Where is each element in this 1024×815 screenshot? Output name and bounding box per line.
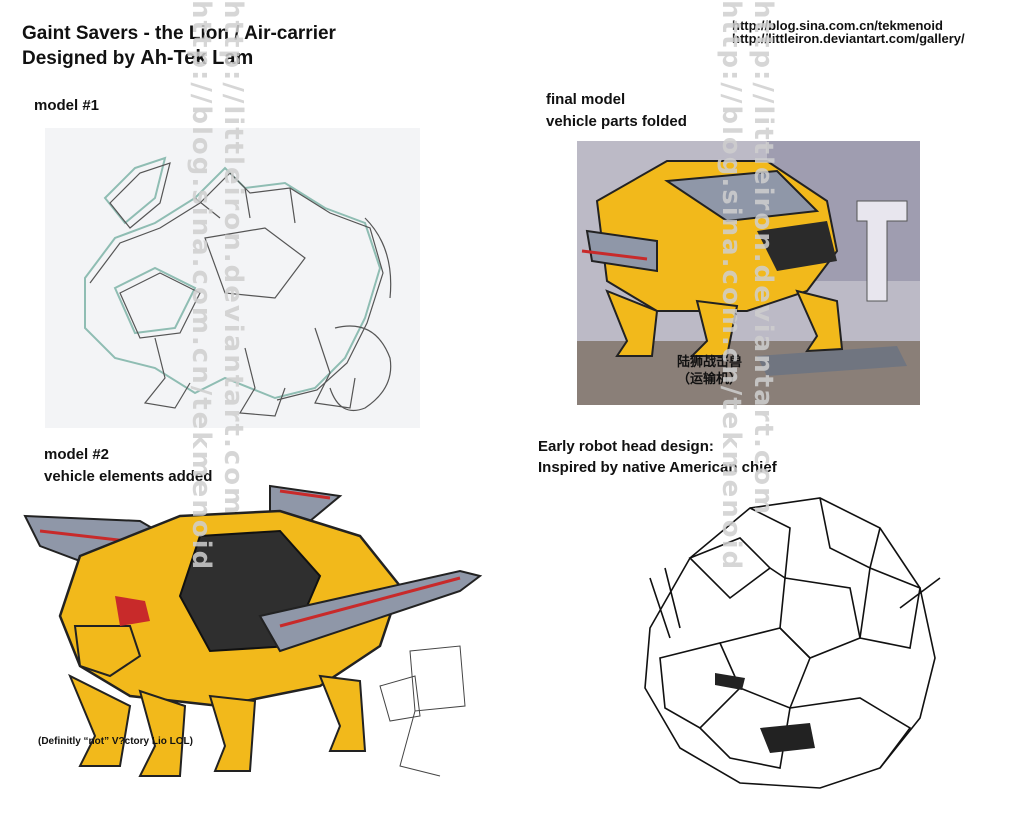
model2-label-line2: vehicle elements added	[44, 468, 213, 485]
url-blog[interactable]: http://blog.sina.com.cn/tekmenoid	[732, 18, 943, 33]
final-label-line2: vehicle parts folded	[546, 113, 687, 130]
url-deviantart[interactable]: http://littleiron.deviantart.com/gallery…	[732, 31, 965, 46]
head-label-line1: Early robot head design:	[538, 438, 714, 455]
designer-credit: Designed by Ah-Tek Lam	[22, 46, 253, 71]
model2-label-line1: model #2	[44, 446, 110, 463]
final-model-drawing	[577, 141, 920, 405]
head-label-line2: Inspired by native American chief	[538, 459, 777, 476]
model1-sketch-image	[45, 128, 420, 428]
robot-head-sketch	[620, 478, 950, 793]
credit-prefix: Designed by	[22, 48, 141, 69]
product-name-line1: 陆狮战击兽	[677, 355, 743, 370]
final-model-photo: 陆狮战击兽 （运输机）	[577, 141, 920, 405]
model2-color-image	[20, 476, 490, 806]
watermark-col-2: http://littleiron.deviantart.com	[218, 0, 248, 517]
lion-sketch-drawing	[84, 156, 392, 417]
product-name-overlay: 陆狮战击兽 （运输机）	[677, 354, 742, 388]
final-label-line1: final model	[546, 91, 626, 108]
watermark-col-3: http://blog.sina.com.cn/tekmenoid	[716, 0, 746, 572]
watermark-col-1: http://blog.sina.com.cn/tekmenoid	[186, 0, 216, 572]
lion-aircarrier-drawing	[23, 484, 483, 777]
robot-head-drawing	[644, 497, 941, 789]
page-title: Gaint Savers - the Lion / Air-carrier	[22, 23, 336, 44]
watermark-col-4: http://littleiron.deviantart.com	[748, 0, 778, 517]
model2-joke-note: (Definitly “not” V?ctory Lio LOL)	[38, 736, 193, 747]
model1-label: model #1	[34, 97, 100, 114]
product-name-line2: （运输机）	[677, 372, 743, 387]
designer-name: Ah-Tek Lam	[140, 47, 254, 69]
